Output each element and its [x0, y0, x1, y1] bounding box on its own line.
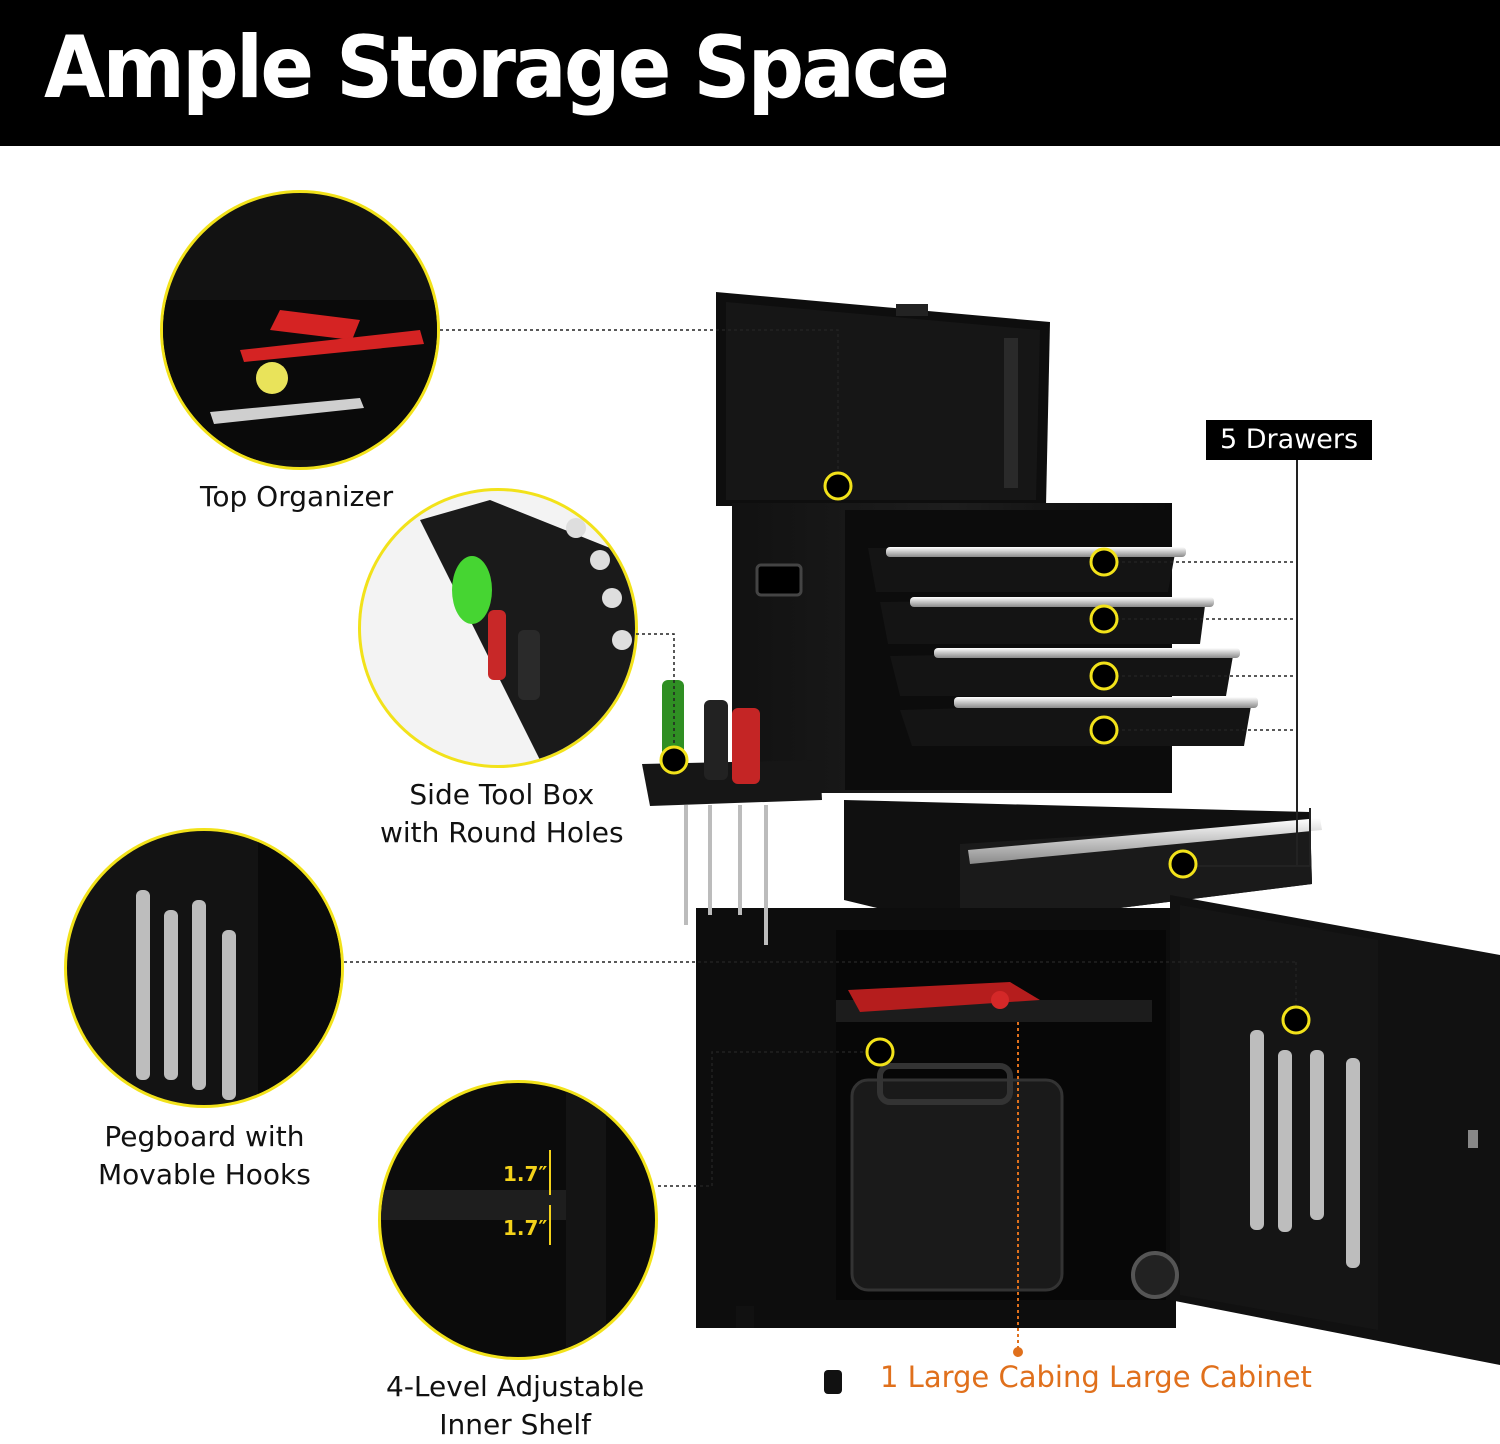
- callout-pegboard: [64, 828, 344, 1108]
- callout-inner-shelf: [378, 1080, 658, 1360]
- drawer-4: [900, 697, 1258, 746]
- callout-side-tool-box: [358, 488, 638, 768]
- drawer-3: [890, 648, 1240, 696]
- cabinet-leader-dot: [1013, 1347, 1023, 1357]
- caption-line: Movable Hooks: [98, 1158, 311, 1191]
- drawer-5: [844, 800, 1322, 928]
- caption-line: 4-Level Adjustable: [386, 1370, 645, 1403]
- caption-inner-shelf: 4-Level Adjustable Inner Shelf: [386, 1368, 644, 1444]
- caption-line: Top Organizer: [200, 480, 394, 513]
- markers: [659, 471, 1311, 1067]
- caption-line: Inner Shelf: [439, 1408, 591, 1441]
- caption-top-organizer: Top Organizer: [200, 478, 393, 516]
- title-banner: Ample Storage Space: [0, 0, 1500, 146]
- tool-chest: [642, 292, 1500, 1394]
- drawers-tag: 5 Drawers: [1206, 420, 1372, 460]
- page-title: Ample Storage Space: [44, 18, 950, 118]
- drawer-1: [868, 547, 1186, 592]
- callout-top-organizer: [160, 190, 440, 470]
- drawer-bracket: [1196, 460, 1311, 867]
- caption-side-tool-box: Side Tool Box with Round Holes: [380, 776, 624, 852]
- drawer-2: [880, 597, 1214, 644]
- caption-line: Pegboard with: [104, 1120, 305, 1153]
- caption-line: with Round Holes: [380, 816, 624, 849]
- caption-cabinet: 1 Large Cabing Large Cabinet: [880, 1360, 1312, 1394]
- shelf-gap-upper: 1.7″: [503, 1162, 548, 1186]
- shelf-gap-lower: 1.7″: [503, 1216, 548, 1240]
- caption-line: Side Tool Box: [409, 778, 595, 811]
- caption-pegboard: Pegboard with Movable Hooks: [98, 1118, 311, 1194]
